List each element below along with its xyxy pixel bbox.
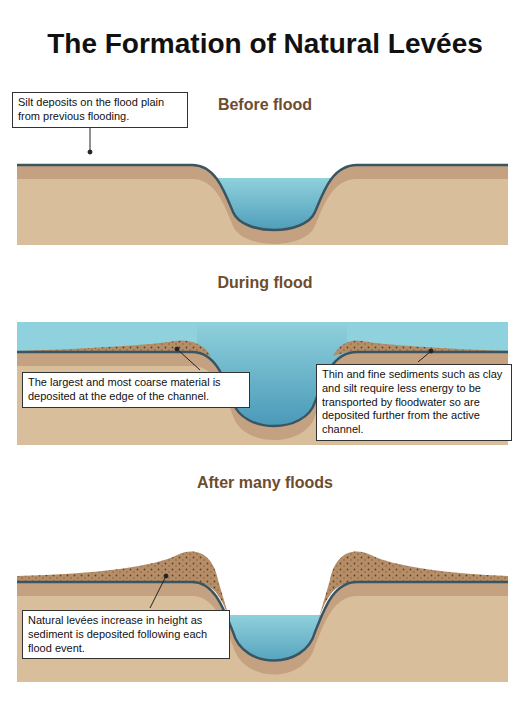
callout-text: Silt deposits on the flood plain from pr… [18, 96, 182, 124]
callout-box: Natural levées increase in height as sed… [22, 610, 230, 659]
callout-box: Silt deposits on the flood plain from pr… [12, 92, 188, 128]
callout-text: Thin and fine sediments such as clay and… [322, 368, 506, 437]
callout-box: Thin and fine sediments such as clay and… [316, 364, 512, 441]
after-floods-section [17, 552, 508, 682]
diagram-title: The Formation of Natural Levées [0, 28, 530, 60]
callout-box: The largest and most coarse material is … [22, 372, 250, 408]
stage-heading: After many floods [0, 474, 530, 492]
callout-text: Natural levées increase in height as sed… [28, 614, 224, 655]
stage-heading: During flood [0, 274, 530, 292]
callout-text: The largest and most coarse material is … [28, 376, 244, 404]
before-flood-section [17, 165, 508, 245]
